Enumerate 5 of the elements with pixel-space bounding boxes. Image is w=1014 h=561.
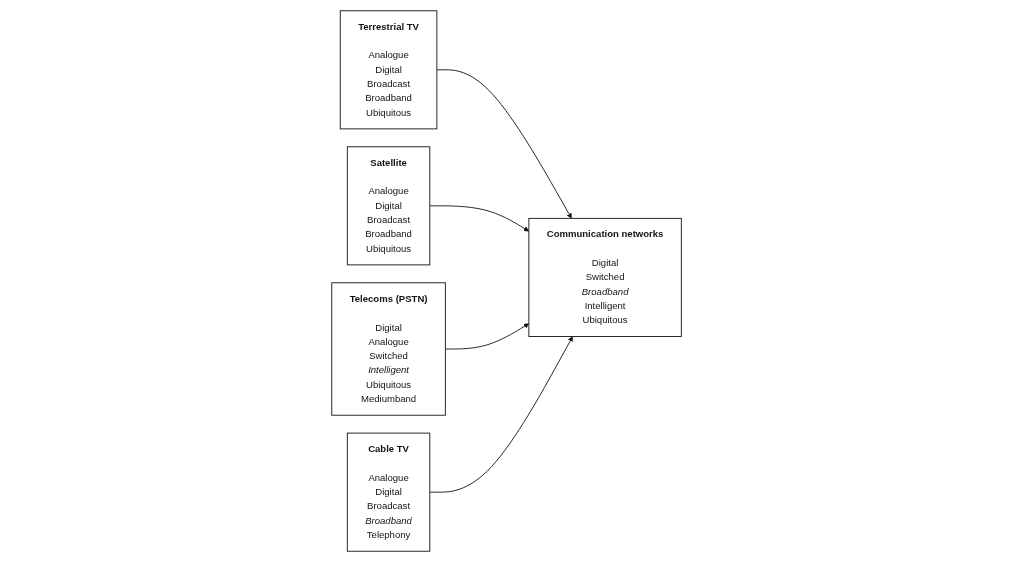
- node-box: Terrestrial TV Analogue Digital Broadcast Broadband Ubiquitous: [340, 9, 438, 129]
- node-box: Telecoms (PSTN) Digital Analogue Switched Intelligent Ubiquitous Mediumband: [331, 281, 447, 416]
- node-box: Cable TV Analogue Digital Broadcast Broadband Telephony: [347, 432, 431, 552]
- node-box: Satellite Analogue Digital Broadcast Broadband Ubiquitous: [347, 145, 431, 265]
- node-box: Communication networks Digital Switched Broadband Intelligent Ubiquitous: [528, 217, 683, 337]
